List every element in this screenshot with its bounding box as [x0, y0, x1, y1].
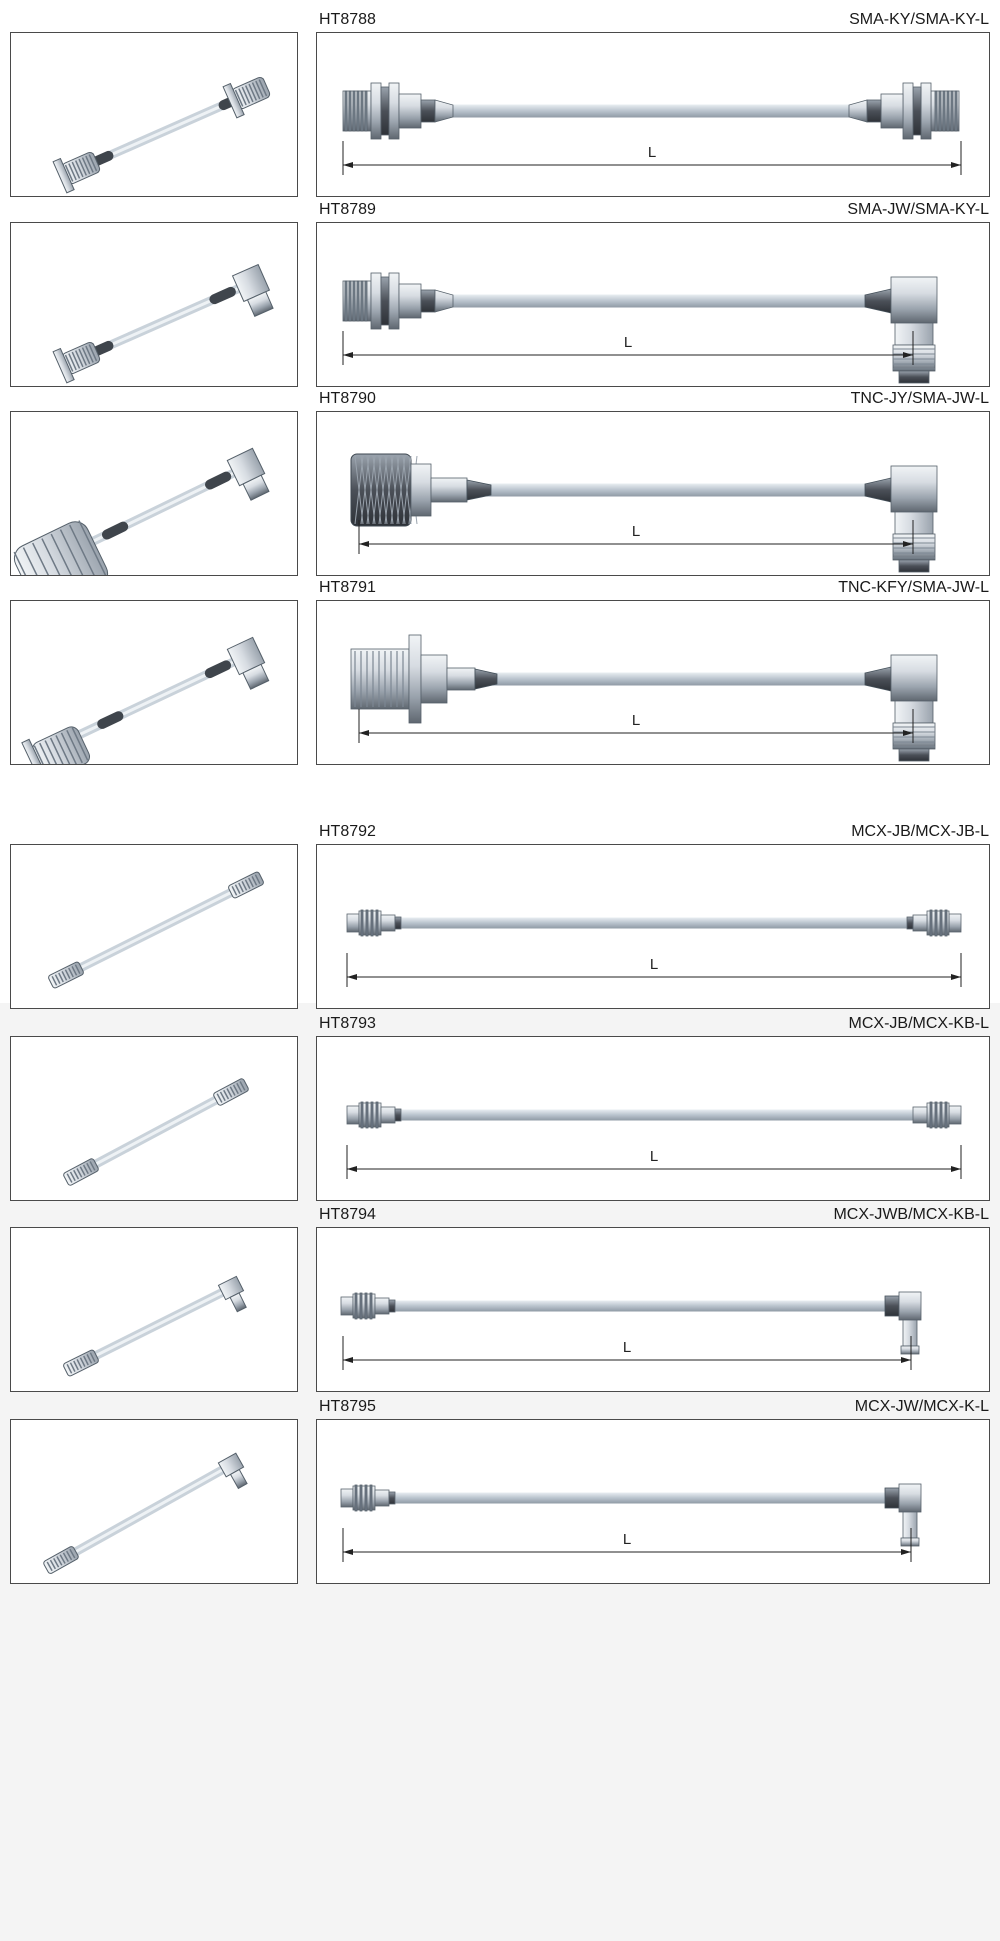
dimension-drawing: L	[316, 1419, 990, 1584]
sma-right-angle-plug-connector	[864, 654, 938, 762]
cable-body	[449, 104, 857, 118]
mcx-connector	[906, 909, 962, 937]
product-row: HT8795 MCX-JW/MCX-K-L L	[0, 1397, 1000, 1587]
product-photo	[10, 1036, 298, 1201]
product-photo	[10, 411, 298, 576]
dimension-drawing: L	[316, 1036, 990, 1201]
product-row: HT8790 TNC-JY/SMA-JW-L L	[0, 389, 1000, 579]
product-row: HT8791 TNC-KFY/SMA-JW-L L	[0, 578, 1000, 768]
dimension-label: L	[650, 1148, 658, 1165]
product-code: HT8788	[319, 11, 376, 28]
cable-body	[393, 917, 917, 929]
dimension-label: L	[632, 712, 640, 729]
product-model-name: SMA-KY/SMA-KY-L	[849, 11, 989, 28]
mcx-connector	[912, 1101, 962, 1129]
product-code: HT8790	[319, 390, 376, 407]
product-code: HT8792	[319, 823, 376, 840]
product-photo	[10, 600, 298, 765]
product-row: HT8792 MCX-JB/MCX-JB-L L	[0, 822, 1000, 1012]
product-row: HT8794 MCX-JWB/MCX-KB-L L	[0, 1205, 1000, 1395]
product-code: HT8791	[319, 579, 376, 596]
product-row: HT8789 SMA-JW/SMA-KY-L L	[0, 200, 1000, 390]
dimension-label: L	[648, 144, 656, 161]
dimension-line: L	[346, 953, 962, 987]
mcx-connector	[346, 909, 402, 937]
dimension-label: L	[624, 334, 632, 351]
dimension-line: L	[342, 141, 962, 175]
cable-body	[389, 1300, 889, 1312]
dimension-label: L	[623, 1339, 631, 1356]
mcx-connector	[340, 1292, 396, 1320]
cable-body	[389, 1492, 889, 1504]
mcx-right-angle-connector	[884, 1483, 922, 1547]
product-model-name: MCX-JB/MCX-JB-L	[851, 823, 989, 840]
dimension-drawing: L	[316, 222, 990, 387]
tnc-knurled-plug-connector	[350, 453, 492, 527]
sma-bulkhead-jack-connector	[848, 82, 960, 140]
dimension-line: L	[342, 1336, 912, 1370]
product-photo	[10, 1419, 298, 1584]
cable-body	[449, 294, 869, 308]
product-photo	[10, 222, 298, 387]
sma-bulkhead-jack-connector	[342, 272, 454, 330]
sma-right-angle-plug-connector	[864, 276, 938, 384]
sma-right-angle-plug-connector	[864, 465, 938, 573]
dimension-line: L	[358, 709, 914, 743]
product-photo	[10, 32, 298, 197]
product-photo	[10, 844, 298, 1009]
tnc-flange-jack-connector	[350, 634, 498, 724]
dimension-label: L	[650, 956, 658, 973]
product-row: HT8788 SMA-KY/SMA-KY-L L	[0, 10, 1000, 200]
mcx-connector	[346, 1101, 402, 1129]
dimension-line: L	[342, 1528, 912, 1562]
dimension-line: L	[342, 331, 914, 365]
product-model-name: MCX-JWB/MCX-KB-L	[833, 1206, 989, 1223]
product-code: HT8793	[319, 1015, 376, 1032]
product-code: HT8795	[319, 1398, 376, 1415]
product-photo	[10, 1227, 298, 1392]
dimension-label: L	[623, 1531, 631, 1548]
dimension-drawing: L	[316, 844, 990, 1009]
dimension-drawing: L	[316, 1227, 990, 1392]
dimension-drawing: L	[316, 32, 990, 197]
sma-bulkhead-jack-connector	[342, 82, 454, 140]
cable-body	[479, 483, 869, 497]
product-code: HT8789	[319, 201, 376, 218]
mcx-connector	[340, 1484, 396, 1512]
dimension-drawing: L	[316, 600, 990, 765]
mcx-right-angle-connector	[884, 1291, 922, 1355]
dimension-label: L	[632, 523, 640, 540]
product-model-name: TNC-KFY/SMA-JW-L	[838, 579, 989, 596]
dimension-line: L	[358, 520, 914, 554]
product-model-name: MCX-JW/MCX-K-L	[854, 1398, 989, 1415]
product-model-name: MCX-JB/MCX-KB-L	[848, 1015, 989, 1032]
cable-body	[485, 672, 869, 686]
product-code: HT8794	[319, 1206, 376, 1223]
dimension-line: L	[346, 1145, 962, 1179]
cable-body	[393, 1109, 917, 1121]
product-model-name: TNC-JY/SMA-JW-L	[850, 390, 989, 407]
product-model-name: SMA-JW/SMA-KY-L	[847, 201, 989, 218]
dimension-drawing: L	[316, 411, 990, 576]
product-row: HT8793 MCX-JB/MCX-KB-L L	[0, 1014, 1000, 1204]
